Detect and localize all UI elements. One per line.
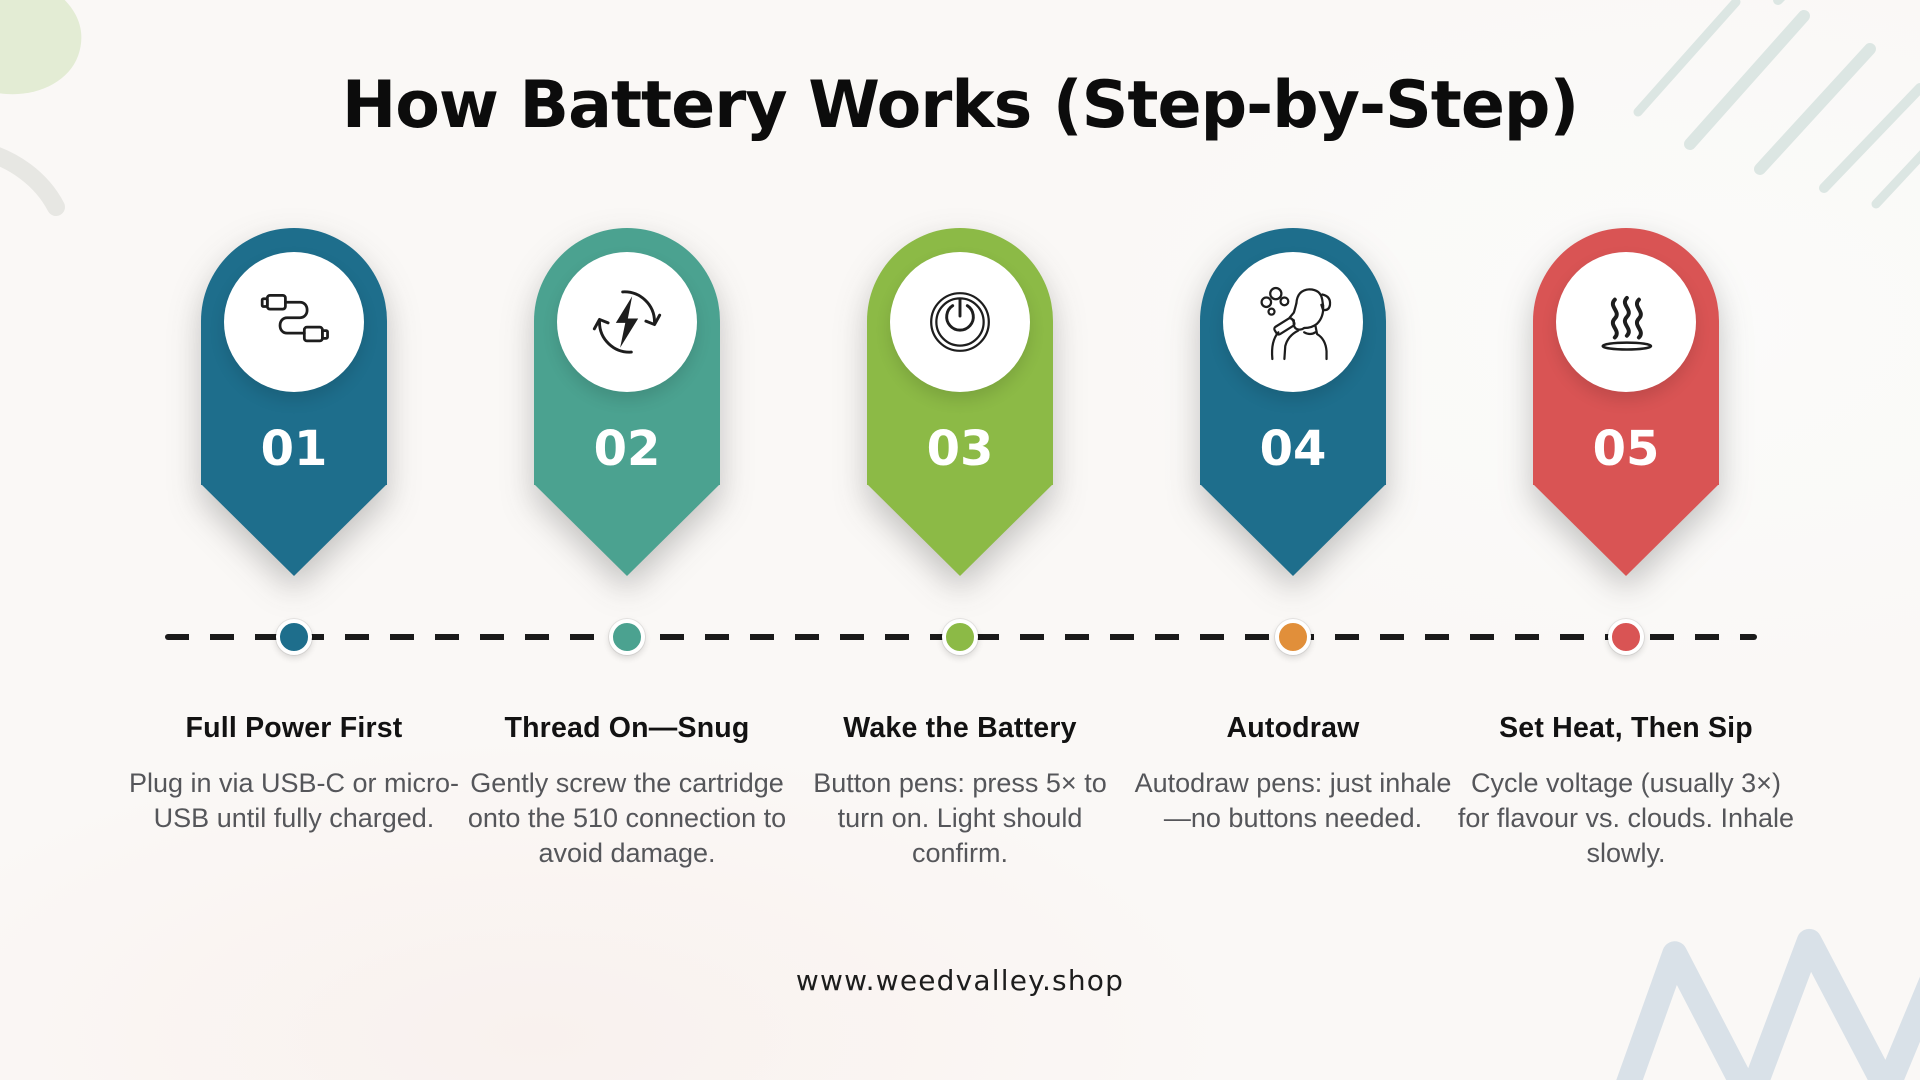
- step-title: Full Power First: [185, 712, 403, 744]
- charge-cycle-bolt-icon: [592, 290, 662, 354]
- step-pin-03-point: [867, 484, 1053, 576]
- step-number: 04: [1259, 421, 1327, 477]
- step-pin-04-body: 04: [1200, 228, 1386, 485]
- step-pin-03-body: 03: [867, 228, 1053, 485]
- timeline-dot-01: [276, 619, 312, 655]
- step-pin-05-icon-circle: [1556, 252, 1696, 392]
- step-description: Gently screw the cartridge onto the 510 …: [467, 768, 787, 869]
- step-pin-02-icon-circle: [557, 252, 697, 392]
- step-pin-01-point: [201, 484, 387, 576]
- website-url: www.weedvalley.shop: [795, 964, 1125, 997]
- step-pin-05: 05: [1533, 228, 1719, 576]
- usb-cable-icon: [260, 293, 329, 343]
- step-text-03: Wake the Battery Button pens: press 5× t…: [790, 712, 1130, 871]
- step-pin-05-point: [1533, 484, 1719, 576]
- power-button-icon: [930, 292, 990, 352]
- step-pin-01-icon-circle: [224, 252, 364, 392]
- step-text-01: Full Power First Plug in via USB-C or mi…: [124, 712, 464, 836]
- step-pin-02: 02: [534, 228, 720, 576]
- step-pin-01: 01: [201, 228, 387, 576]
- step-pin-04-point: [1200, 484, 1386, 576]
- step-title: Thread On—Snug: [504, 712, 750, 744]
- vaping-person-icon: [1260, 286, 1332, 361]
- step-number: 02: [593, 421, 661, 477]
- step-pin-05-body: 05: [1533, 228, 1719, 485]
- timeline-dot-04: [1275, 619, 1311, 655]
- step-title: Set Heat, Then Sip: [1499, 712, 1753, 744]
- step-text-05: Set Heat, Then Sip Cycle voltage (usuall…: [1456, 712, 1796, 871]
- step-description: Cycle voltage (usually 3×) for flavour v…: [1457, 768, 1795, 869]
- step-pin-03-icon-circle: [890, 252, 1030, 392]
- step-description: Plug in via USB-C or micro-USB until ful…: [128, 768, 460, 834]
- step-number: 05: [1592, 421, 1660, 477]
- step-number: 03: [926, 421, 994, 477]
- step-pin-04: 04: [1200, 228, 1386, 576]
- step-title: Autodraw: [1226, 712, 1360, 744]
- step-description: Autodraw pens: just inhale—no buttons ne…: [1134, 768, 1452, 834]
- timeline-dot-02: [609, 619, 645, 655]
- step-pin-04-icon-circle: [1223, 252, 1363, 392]
- steam-heat-icon: [1601, 295, 1653, 351]
- page-title: How Battery Works (Step-by-Step): [341, 68, 1579, 143]
- step-pin-03: 03: [867, 228, 1053, 576]
- timeline-dot-05: [1608, 619, 1644, 655]
- step-pin-02-body: 02: [534, 228, 720, 485]
- step-pin-01-body: 01: [201, 228, 387, 485]
- step-text-04: Autodraw Autodraw pens: just inhale—no b…: [1123, 712, 1463, 836]
- step-text-02: Thread On—Snug Gently screw the cartridg…: [457, 712, 797, 871]
- step-pin-02-point: [534, 484, 720, 576]
- step-number: 01: [260, 421, 328, 477]
- timeline-dot-03: [942, 619, 978, 655]
- step-title: Wake the Battery: [843, 712, 1077, 744]
- step-description: Button pens: press 5× to turn on. Light …: [813, 768, 1107, 869]
